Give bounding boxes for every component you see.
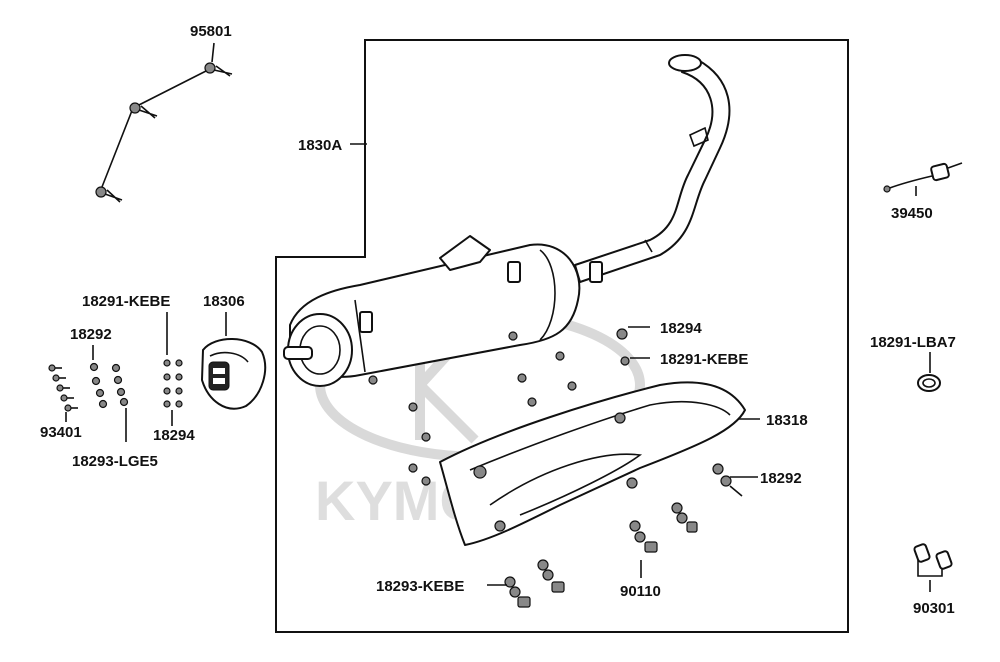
heat-shield-18318[interactable] xyxy=(439,381,746,546)
label-90110: 90110 xyxy=(620,583,661,600)
washers-18294-left[interactable] xyxy=(163,359,183,408)
washers-18293-LGE5[interactable] xyxy=(111,363,129,407)
assembly-frame-1830A xyxy=(275,39,849,633)
small-screws-93401[interactable] xyxy=(48,364,78,412)
washer-18294-right[interactable] xyxy=(616,328,628,340)
label-18292-left: 18292 xyxy=(70,326,112,343)
bolt-icon xyxy=(129,102,158,119)
oxygen-sensor-39450[interactable] xyxy=(883,162,963,193)
label-18318: 18318 xyxy=(766,412,808,429)
label-39450: 39450 xyxy=(891,205,933,222)
bolt-set-18293-KEBE[interactable] xyxy=(504,559,565,608)
label-18292-right: 18292 xyxy=(760,470,802,487)
gasket-18291-LBA7[interactable] xyxy=(917,374,941,392)
bolt-icon xyxy=(95,186,123,203)
label-18291-kebe-left: 18291-KEBE xyxy=(82,293,170,310)
label-18294-right: 18294 xyxy=(660,320,702,337)
nuts-18292-left[interactable] xyxy=(89,362,108,409)
muffler-end-cap-18306[interactable] xyxy=(201,338,267,410)
muffler-body[interactable] xyxy=(283,235,603,387)
scattered-nuts xyxy=(408,351,577,486)
label-18291-kebe-right: 18291-KEBE xyxy=(660,351,748,368)
linkage-bolts-95801[interactable] xyxy=(95,62,233,203)
bolt-icon xyxy=(204,62,233,77)
bolt-set-18292-right[interactable] xyxy=(712,463,743,497)
label-93401: 93401 xyxy=(40,424,82,441)
clips-90301[interactable] xyxy=(913,543,953,577)
exhaust-pipe[interactable] xyxy=(574,54,731,283)
leader-lines xyxy=(65,42,931,592)
label-18293-lge5: 18293-LGE5 xyxy=(72,453,158,470)
bolt-set-90110[interactable] xyxy=(629,502,698,553)
label-90301: 90301 xyxy=(913,600,955,617)
label-18291-lba7: 18291-LBA7 xyxy=(870,334,956,351)
nut-18291-KEBE-right[interactable] xyxy=(620,356,630,366)
label-1830A: 1830A xyxy=(298,137,342,154)
label-18306: 18306 xyxy=(203,293,245,310)
label-18293-kebe: 18293-KEBE xyxy=(376,578,464,595)
label-18294-left: 18294 xyxy=(153,427,195,444)
label-95801: 95801 xyxy=(190,23,232,40)
